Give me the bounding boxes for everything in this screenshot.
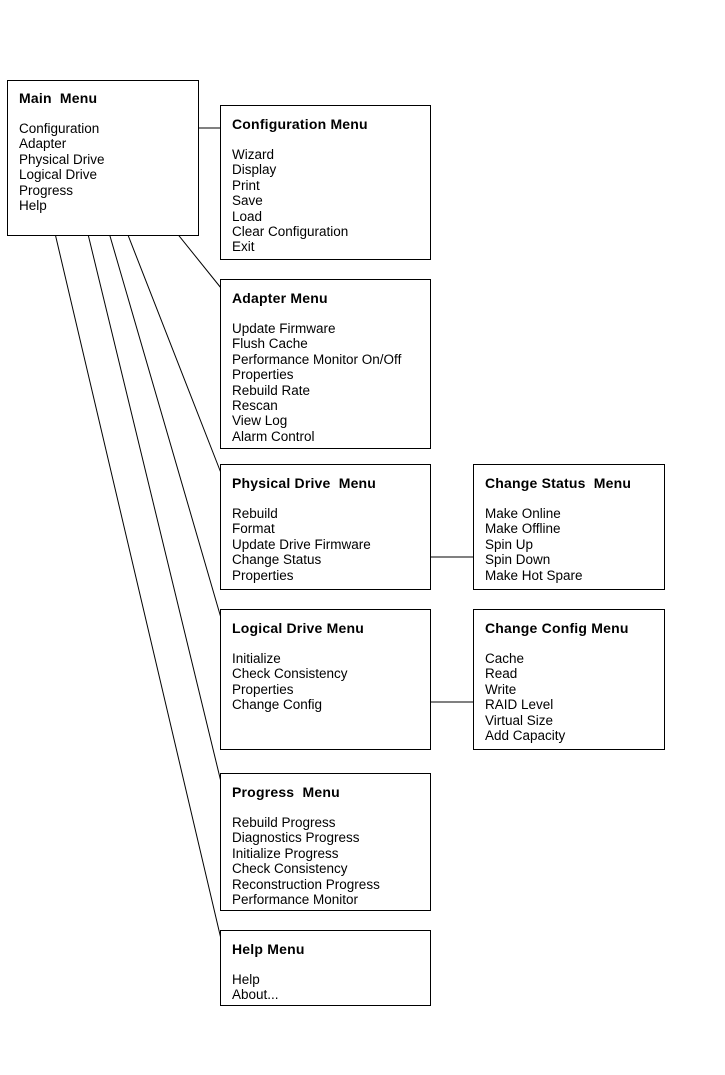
progress-menu-item-performance-monitor[interactable]: Performance Monitor [232, 892, 359, 908]
change-config-menu-item-raid-level[interactable]: RAID Level [485, 697, 554, 713]
progress-menu-item-reconstruction-progress[interactable]: Reconstruction Progress [232, 876, 380, 892]
logical-drive-menu-item-initialize[interactable]: Initialize [232, 651, 281, 666]
connector-progress [78, 196, 222, 783]
adapter-menu-item-rescan[interactable]: Rescan [232, 398, 278, 414]
physical-drive-menu-item-properties[interactable]: Properties [232, 567, 294, 583]
change-status-menu-box: Change Status Menu Make Online Make Offl… [473, 464, 665, 590]
change-config-menu-item-write[interactable]: Write [485, 681, 517, 697]
change-config-menu-item-add-capacity[interactable]: Add Capacity [485, 728, 566, 744]
configuration-menu-item-load[interactable]: Load [232, 208, 263, 224]
main-menu-box: Main Menu Configuration Adapter Physical… [7, 80, 199, 236]
physical-drive-menu-item-format[interactable]: Format [232, 521, 275, 537]
change-config-menu-item-read[interactable]: Read [485, 666, 518, 682]
change-config-menu-title: Change Config Menu [485, 620, 629, 636]
change-config-menu-item-virtual-size[interactable]: Virtual Size [485, 712, 554, 728]
progress-menu-item-initialize-progress[interactable]: Initialize Progress [232, 845, 339, 861]
adapter-menu-item-view-log[interactable]: View Log [232, 413, 288, 429]
progress-menu-item-rebuild-progress[interactable]: Rebuild Progress [232, 815, 336, 830]
help-menu-title: Help Menu [232, 941, 305, 957]
help-menu-box: Help Menu Help About... [220, 930, 431, 1006]
logical-drive-menu-item-change-config[interactable]: Change Config [232, 697, 323, 713]
progress-menu-item-diagnostics-progress[interactable]: Diagnostics Progress [232, 830, 360, 846]
change-status-menu-items: Make Online Make Offline Spin Up Spin Do… [485, 506, 583, 583]
logical-drive-menu-item-properties[interactable]: Properties [232, 681, 294, 697]
change-config-menu-items: Cache Read Write RAID Level Virtual Size… [485, 651, 565, 743]
configuration-menu-item-display[interactable]: Display [232, 162, 277, 178]
logical-drive-menu-item-check-consistency[interactable]: Check Consistency [232, 666, 348, 682]
change-status-menu-item-spin-up[interactable]: Spin Up [485, 536, 534, 552]
change-status-menu-item-spin-down[interactable]: Spin Down [485, 552, 551, 568]
adapter-menu-title: Adapter Menu [232, 290, 328, 306]
physical-drive-menu-items: Rebuild Format Update Drive Firmware Cha… [232, 506, 371, 583]
adapter-menu-item-performance-monitor-on-off[interactable]: Performance Monitor On/Off [232, 351, 402, 367]
physical-drive-menu-box: Physical Drive Menu Rebuild Format Updat… [220, 464, 431, 590]
configuration-menu-box: Configuration Menu Wizard Display Print … [220, 105, 431, 260]
adapter-menu-item-alarm-control[interactable]: Alarm Control [232, 428, 315, 444]
adapter-menu-item-properties[interactable]: Properties [232, 367, 294, 383]
help-menu-item-help[interactable]: Help [232, 972, 260, 987]
change-config-menu-box: Change Config Menu Cache Read Write RAID… [473, 609, 665, 750]
configuration-menu-items: Wizard Display Print Save Load Clear Con… [232, 147, 348, 255]
help-menu-items: Help About... [232, 972, 279, 1003]
help-menu-item-about[interactable]: About... [232, 987, 279, 1003]
change-status-menu-title: Change Status Menu [485, 475, 632, 491]
progress-menu-items: Rebuild Progress Diagnostics Progress In… [232, 815, 380, 907]
adapter-menu-items: Update Firmware Flush Cache Performance … [232, 321, 401, 444]
main-menu-items: Configuration Adapter Physical Drive Log… [19, 121, 105, 213]
progress-menu-title: Progress Menu [232, 784, 340, 800]
main-menu-item-progress[interactable]: Progress [19, 182, 74, 198]
change-config-menu-item-cache[interactable]: Cache [485, 651, 525, 666]
logical-drive-menu-title: Logical Drive Menu [232, 620, 364, 636]
configuration-menu-item-clear-configuration[interactable]: Clear Configuration [232, 224, 349, 240]
main-menu-item-configuration[interactable]: Configuration [19, 121, 100, 136]
change-status-menu-item-make-online[interactable]: Make Online [485, 506, 561, 521]
configuration-menu-item-exit[interactable]: Exit [232, 239, 255, 255]
configuration-menu-item-print[interactable]: Print [232, 177, 260, 193]
adapter-menu-item-flush-cache[interactable]: Flush Cache [232, 336, 308, 352]
configuration-menu-item-save[interactable]: Save [232, 193, 263, 209]
adapter-menu-item-update-firmware[interactable]: Update Firmware [232, 321, 336, 336]
change-status-menu-item-make-offline[interactable]: Make Offline [485, 521, 561, 537]
change-status-menu-item-make-hot-spare[interactable]: Make Hot Spare [485, 567, 583, 583]
physical-drive-menu-item-change-status[interactable]: Change Status [232, 552, 322, 568]
main-menu-title: Main Menu [19, 90, 98, 106]
connector-logical-drive [93, 180, 222, 619]
configuration-menu-title: Configuration Menu [232, 116, 368, 132]
physical-drive-menu-item-update-drive-firmware[interactable]: Update Drive Firmware [232, 536, 371, 552]
physical-drive-menu-item-rebuild[interactable]: Rebuild [232, 506, 278, 521]
connector-help [49, 211, 222, 940]
main-menu-item-adapter[interactable]: Adapter [19, 136, 67, 152]
logical-drive-menu-items: Initialize Check Consistency Properties … [232, 651, 348, 713]
main-menu-item-help[interactable]: Help [19, 198, 47, 214]
logical-drive-menu-box: Logical Drive Menu Initialize Check Cons… [220, 609, 431, 750]
configuration-menu-item-wizard[interactable]: Wizard [232, 147, 275, 162]
adapter-menu-box: Adapter Menu Update Firmware Flush Cache… [220, 279, 431, 449]
progress-menu-box: Progress Menu Rebuild Progress Diagnosti… [220, 773, 431, 911]
main-menu-item-logical-drive[interactable]: Logical Drive [19, 167, 98, 183]
physical-drive-menu-title: Physical Drive Menu [232, 475, 377, 491]
main-menu-item-physical-drive[interactable]: Physical Drive [19, 151, 105, 167]
progress-menu-item-check-consistency[interactable]: Check Consistency [232, 861, 348, 877]
adapter-menu-item-rebuild-rate[interactable]: Rebuild Rate [232, 382, 311, 398]
